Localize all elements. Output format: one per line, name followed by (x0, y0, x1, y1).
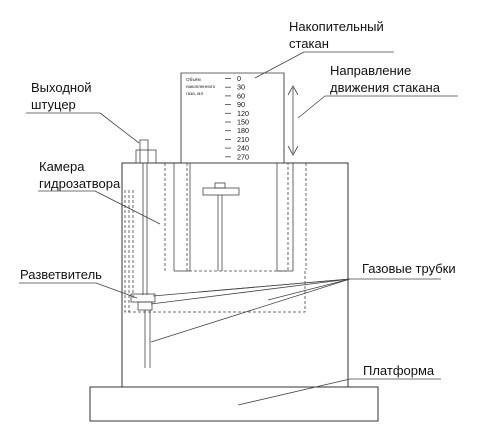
movement-arrow (287, 85, 299, 156)
storage-cup (173, 72, 294, 272)
scale-caption-3: газа, мл (186, 91, 203, 96)
label-outlet-1: Выходной (31, 80, 92, 95)
label-direction-1: Направление (330, 63, 411, 78)
label-cup-1: Накопительный (289, 19, 384, 34)
piston-rod (202, 182, 240, 271)
scale-tick-label: 30 (237, 83, 245, 92)
label-platform: Платформа (363, 363, 435, 378)
label-chamber-2: гидрозатвора (39, 176, 121, 191)
seal-chamber (124, 163, 307, 313)
splitter (130, 293, 156, 368)
label-splitter: Разветвитель (20, 267, 102, 282)
scale-tick-label: 150 (237, 118, 249, 127)
scale-caption-2: накопленного (186, 84, 216, 89)
leader-lines (19, 51, 458, 406)
scale-tick-label: 240 (237, 144, 249, 153)
label-chamber-1: Камера (39, 159, 85, 174)
gas-tubes (128, 190, 134, 312)
scale-tick-label: 270 (237, 152, 249, 161)
platform-base (89, 386, 379, 422)
volume-scale: Объём накопленного газа, мл 030609012015… (186, 74, 249, 161)
housing-box (121, 162, 349, 388)
scale-tick-label: 120 (237, 109, 249, 118)
scale-tick-label: 90 (237, 100, 245, 109)
scale-tick-label: 60 (237, 91, 245, 100)
outlet-fitting (135, 139, 157, 295)
scale-tick-label: 0 (237, 74, 241, 83)
scale-tick-label: 210 (237, 135, 249, 144)
scale-caption-1: Объём (186, 77, 201, 82)
label-gas-tubes: Газовые трубки (362, 261, 456, 276)
label-direction-2: движения стакана (330, 80, 441, 95)
scale-tick-label: 180 (237, 126, 249, 135)
label-cup-2: стакан (289, 36, 329, 51)
label-outlet-2: штуцер (31, 97, 76, 112)
